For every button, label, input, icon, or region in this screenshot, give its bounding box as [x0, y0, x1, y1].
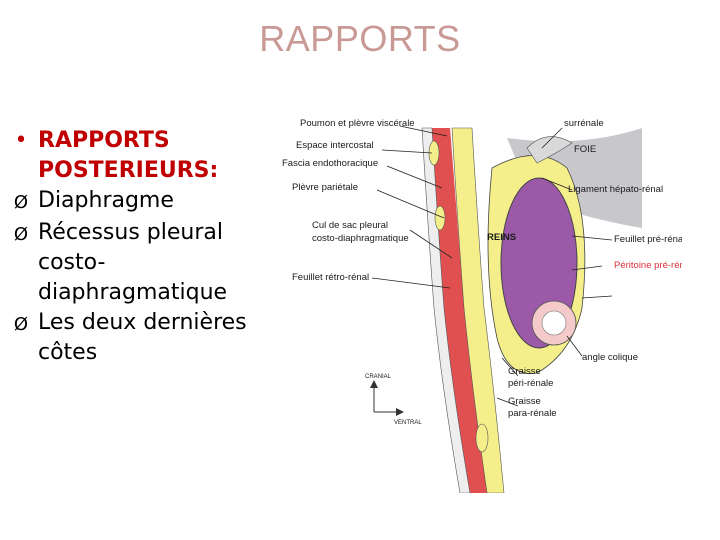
label-angle: angle colique — [582, 352, 638, 363]
bullet-heading: • RAPPORTS POSTERIEURS: — [4, 126, 274, 186]
bullet-list: • RAPPORTS POSTERIEURS: Ø Diaphragme Ø R… — [4, 126, 274, 368]
anatomy-figure: Poumon et plèvre viscérale Espace interc… — [282, 108, 692, 494]
label-graisse-para-1: Graisse — [508, 396, 541, 407]
arrow-bullet-icon: Ø — [13, 192, 29, 213]
colic-lumen — [541, 310, 567, 336]
label-cul2: costo-diaphragmatique — [312, 233, 409, 244]
arrow-right-icon — [396, 408, 404, 416]
label-surrenale: surrénale — [564, 118, 604, 129]
label-graisse-para-2: para-rénale — [508, 408, 557, 419]
bullet-item: Ø Récessus pleural costo-diaphragmatique — [4, 218, 274, 308]
arrow-bullet-icon: Ø — [13, 314, 29, 335]
kidney-relations-diagram: Poumon et plèvre viscérale Espace interc… — [282, 118, 692, 494]
label-cranial: CRANIAL — [365, 374, 392, 380]
rib-section — [434, 205, 446, 231]
bullet-item: Ø Les deux dernières côtes — [4, 308, 274, 368]
label-feuillet-retro: Feuillet rétro-rénal — [292, 272, 369, 283]
label-plevre: Plèvre pariétale — [292, 182, 358, 193]
label-ligament: Ligament hépato-rénal — [568, 184, 663, 195]
diaphragm-muscle — [432, 128, 487, 493]
leader-lines — [371, 125, 613, 407]
label-ventral: VENTRAL — [394, 420, 422, 426]
label-fascia: Fascia endothoracique — [282, 158, 378, 169]
bullet-item: Ø Diaphragme — [4, 186, 274, 218]
arrow-up-icon — [370, 380, 378, 388]
bullet-text: Les deux dernières côtes — [38, 310, 247, 365]
slide-title: RAPPORTS — [259, 18, 461, 59]
label-cul1: Cul de sac pleural — [312, 220, 388, 231]
label-graisse-peri-1: Graisse — [508, 366, 541, 377]
adrenal-shape — [526, 136, 573, 164]
bullet-text: Récessus pleural costo-diaphragmatique — [38, 220, 228, 305]
arrow-bullet-icon: Ø — [13, 224, 29, 245]
label-reins: REINS — [487, 232, 516, 243]
label-espace: Espace intercostal — [296, 140, 374, 151]
label-peritoine: Péritoine pré-rénal — [614, 260, 682, 271]
bullet-heading-text: RAPPORTS POSTERIEURS: — [38, 128, 219, 183]
label-graisse-peri-2: péri-rénale — [508, 378, 553, 389]
label-feuillet-pre: Feuillet pré-rénal — [614, 234, 682, 245]
bullet-dot-icon: • — [14, 128, 28, 153]
rib-section — [475, 423, 489, 453]
bullet-text: Diaphragme — [38, 188, 174, 213]
orientation-compass: CRANIAL VENTRAL — [365, 374, 422, 426]
label-poumon: Poumon et plèvre viscérale — [300, 118, 415, 129]
label-foie: FOIE — [574, 144, 596, 155]
